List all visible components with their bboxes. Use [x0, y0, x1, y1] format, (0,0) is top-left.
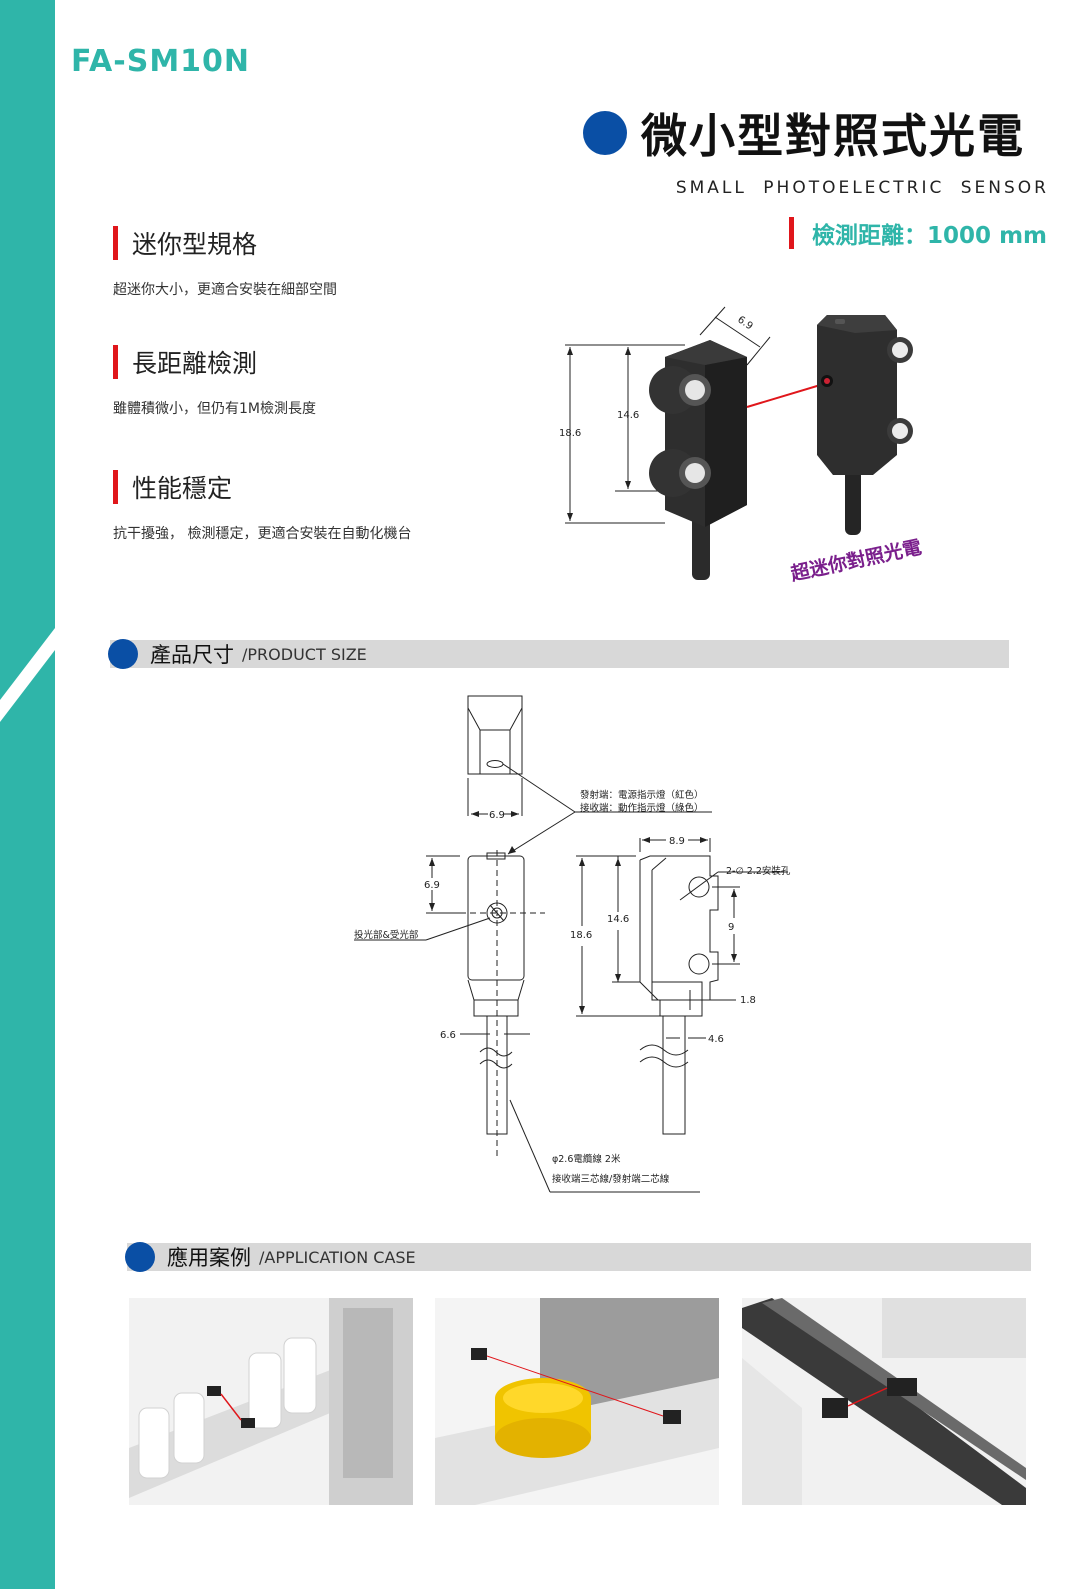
section-dot-icon: [125, 1242, 155, 1272]
red-mark-icon: [789, 217, 795, 249]
feature-title: 長距離檢測: [132, 349, 258, 378]
page-title-group: 微小型對照式光電: [583, 100, 1025, 166]
feature-desc: 超迷你大小，更適合安裝在細部空間: [113, 282, 337, 298]
feature-mini: 迷你型規格 超迷你大小，更適合安裝在細部空間: [113, 225, 337, 299]
dim-front-top: 6.9: [424, 880, 440, 891]
dim-height-outer: 18.6: [559, 428, 581, 439]
detection-distance: 檢測距離：1000 mm: [789, 216, 1047, 250]
note-led-receiver: 接收端：動作指示燈（綠色）: [580, 802, 704, 814]
title-dot-icon: [583, 111, 627, 155]
red-mark-icon: [113, 470, 118, 504]
dim-side-width: 8.9: [669, 836, 685, 847]
note-led-emitter: 發射端：電源指示燈（紅色）: [580, 789, 704, 801]
section-header-application: 應用案例 /APPLICATION CASE: [125, 1242, 1031, 1272]
model-number: FA-SM10N: [71, 44, 251, 79]
page-title: 微小型對照式光電: [641, 109, 1025, 163]
section-label-en: /APPLICATION CASE: [259, 1247, 416, 1267]
note-cable-cores: 接收端三芯線/發射端二芯線: [552, 1173, 670, 1185]
section-header-product-size: 產品尺寸 /PRODUCT SIZE: [108, 639, 1009, 669]
feature-long-range: 長距離檢測 雖體積微小，但仍有1M檢測長度: [113, 344, 316, 418]
section-label: 應用案例: [167, 1246, 251, 1270]
page-subtitle: SMALL PHOTOELECTRIC SENSOR: [675, 178, 1049, 198]
section-label: 產品尺寸: [150, 643, 234, 667]
application-photo-bottles: [129, 1298, 413, 1505]
red-mark-icon: [113, 226, 118, 260]
note-cable: φ2.6電纜線 2米: [552, 1153, 621, 1165]
dim-top-width: 6.9: [489, 810, 505, 821]
emitter-sensor: [649, 340, 747, 580]
laser-beam: [746, 382, 828, 408]
top-view-outline: [467, 695, 523, 775]
section-dot-icon: [108, 639, 138, 669]
receiver-sensor: [817, 315, 913, 535]
dim-neck: 4.6: [708, 1034, 724, 1045]
application-photo-cap: [435, 1298, 719, 1505]
dim-width: 6.9: [735, 314, 754, 332]
product-illustration: 18.6 14.6 6.9: [559, 306, 913, 580]
note-mount-hole: 2-∅ 2.2安裝孔: [726, 865, 791, 877]
detection-distance-text: 檢測距離：1000 mm: [812, 223, 1047, 249]
red-mark-icon: [113, 345, 118, 379]
feature-stable: 性能穩定 抗干擾強， 檢測穩定，更適合安裝在自動化機台: [113, 469, 411, 543]
feature-title: 迷你型規格: [132, 230, 258, 259]
section-label-en: /PRODUCT SIZE: [242, 644, 367, 664]
dimension-drawing: 6.9 發射端：電源指示燈（紅色） 接收端：動作指示燈（綠色） 6.9 投光部&…: [354, 695, 791, 1193]
left-bar-notch: [0, 628, 55, 722]
left-accent-bar: [0, 0, 55, 1589]
application-photo-conveyor: [742, 1298, 1026, 1505]
dim-side-height-outer: 18.6: [570, 930, 592, 941]
dim-hole-offset: 1.8: [740, 995, 756, 1006]
dim-side-height-inner: 14.6: [607, 914, 629, 925]
feature-title: 性能穩定: [132, 474, 233, 503]
note-lens: 投光部&受光部: [354, 929, 418, 941]
feature-desc: 雖體積微小，但仍有1M檢測長度: [113, 401, 316, 417]
dim-height-inner: 14.6: [617, 410, 639, 421]
feature-desc: 抗干擾強， 檢測穩定，更適合安裝在自動化機台: [113, 526, 412, 542]
dim-front-bottom: 6.6: [440, 1030, 456, 1041]
dim-hole-pitch: 9: [728, 922, 734, 933]
